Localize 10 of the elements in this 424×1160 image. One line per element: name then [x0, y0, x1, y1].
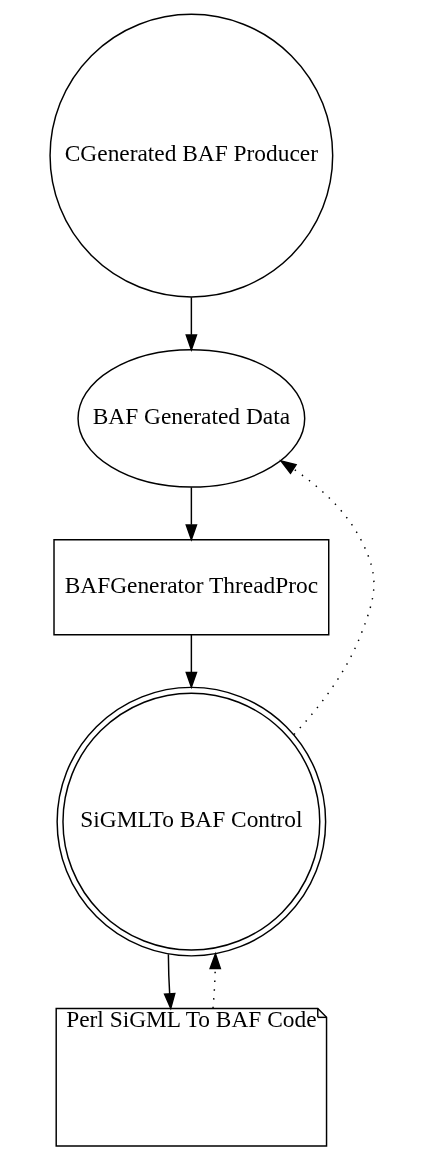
arrow: [163, 953, 176, 1011]
arrow: [279, 459, 375, 736]
node-ellipse: BAF Generated Data: [77, 349, 306, 488]
arrow: [185, 486, 198, 542]
node-box: BAFGenerator ThreadProc: [53, 538, 330, 636]
node-circle: CGenerated BAF Producer: [49, 13, 334, 298]
arrow: [209, 951, 222, 1009]
arrow: [185, 296, 198, 352]
node-circle: SiGMLTo BAF Control: [56, 686, 327, 957]
arrow: [185, 634, 198, 690]
